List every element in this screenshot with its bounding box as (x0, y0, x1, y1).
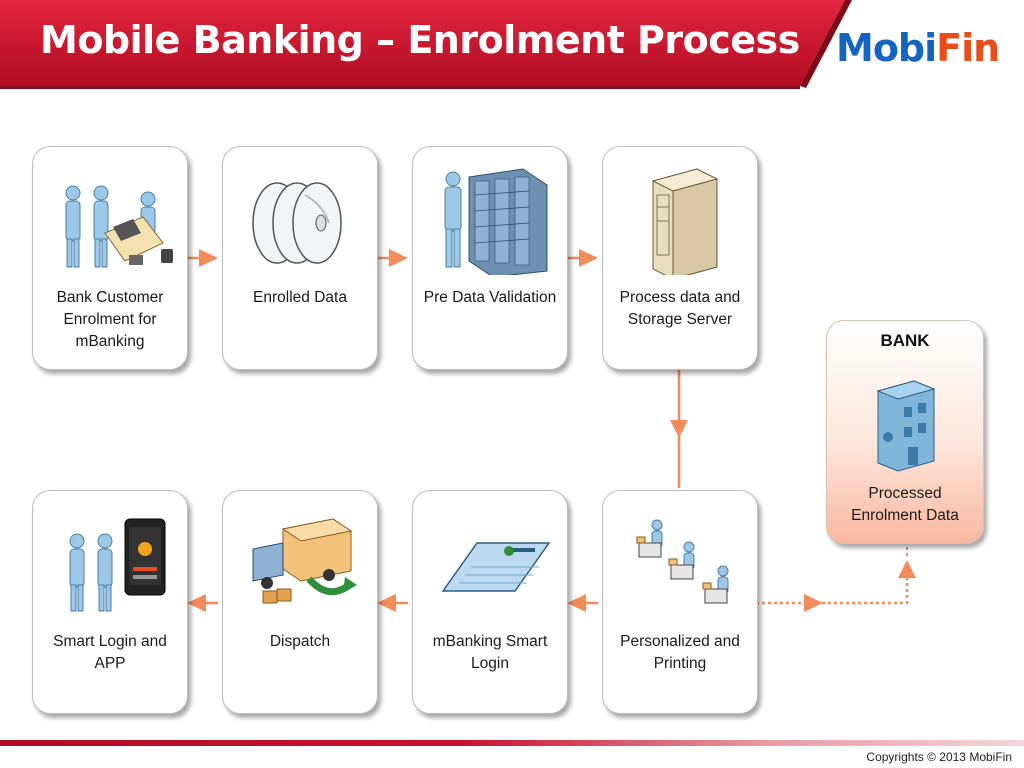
delivery-truck-icon (252, 518, 357, 604)
customers-laptop-icon (65, 185, 173, 268)
step-card-pre-data-validation: Pre Data Validation (412, 146, 568, 370)
printing-operators-icon (636, 519, 729, 604)
arrow-dispatch-to-app (187, 594, 218, 612)
step-card-mbanking-smart-login: mBanking Smart Login (412, 490, 568, 714)
step-label: mBanking Smart Login (432, 633, 548, 672)
step-label: Pre Data Validation (423, 289, 557, 306)
logo-text-fin: Fin (936, 26, 1000, 70)
arrow-step4-to-printing (670, 370, 688, 488)
step-label: Personalized and Printing (620, 633, 740, 672)
step-card-process-storage-server: Process data and Storage Server (602, 146, 758, 370)
operator-server-rack-icon (444, 168, 548, 275)
smart-card-icon (441, 542, 551, 592)
arrow-step2-to-step3 (377, 249, 408, 267)
step-card-personalized-printing: Personalized and Printing (602, 490, 758, 714)
step-label: Enrolled Data (253, 289, 347, 306)
step-label: Dispatch (269, 633, 331, 650)
discs-icon (252, 182, 342, 264)
arrow-printing-to-smartlogin (567, 594, 598, 612)
page-title: Mobile Banking – Enrolment Process (40, 18, 800, 62)
bank-building-icon (876, 380, 936, 472)
step-label: Process data and Storage Server (619, 289, 741, 328)
arrow-printing-to-bank-dotted (756, 544, 916, 612)
logo-text-mobi: Mobi (836, 26, 937, 70)
bank-title: BANK (880, 331, 930, 350)
mobifin-logo: MobiFin (836, 26, 1000, 70)
footer-bar (0, 740, 1024, 746)
step-card-dispatch: Dispatch (222, 490, 378, 714)
step-card-enrolled-data: Enrolled Data (222, 146, 378, 370)
header: Mobile Banking – Enrolment Process MobiF… (0, 0, 1024, 90)
copyright-text: Copyrights © 2013 MobiFin (866, 750, 1012, 764)
step-label: Bank Customer Enrolment for mBanking (56, 289, 164, 350)
arrow-step3-to-step4 (567, 249, 598, 267)
step-label: Smart Login and APP (53, 633, 167, 672)
bank-label: Processed Enrolment Data (851, 485, 959, 524)
storage-server-icon (651, 168, 719, 275)
arrow-smartlogin-to-dispatch (377, 594, 408, 612)
header-banner (0, 0, 852, 89)
step-card-smart-login-app: Smart Login and APP (32, 490, 188, 714)
bank-box: BANK Processed Enrolment Data (826, 320, 984, 544)
step-card-customer-enrolment: Bank Customer Enrolment for mBanking (32, 146, 188, 370)
arrow-step1-to-step2 (187, 249, 218, 267)
users-smartphone-icon (69, 518, 166, 612)
